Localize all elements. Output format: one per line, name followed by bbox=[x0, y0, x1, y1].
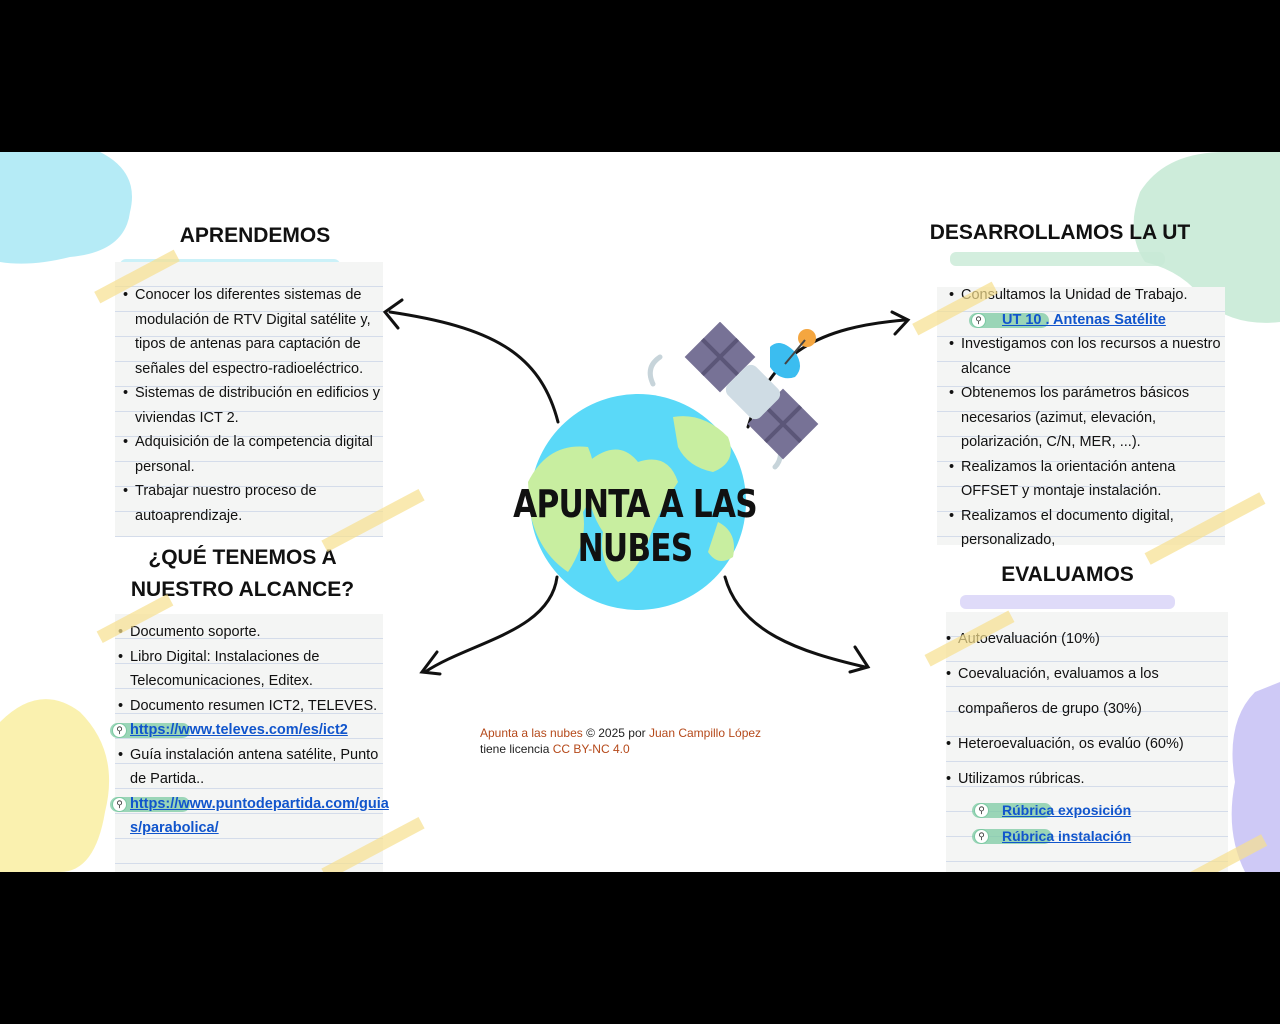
list-item: Investigamos con los recursos a nuestro … bbox=[947, 332, 1225, 381]
rubrica-exposicion-row: ⚲ Rúbrica exposición bbox=[944, 797, 1224, 823]
link-icon: ⚲ bbox=[971, 312, 986, 328]
mind-map-title: APUNTA A LAS NUBES bbox=[513, 482, 758, 570]
desarrollamos-list: Consultamos la Unidad de Trabajo. ⚲ UT 1… bbox=[947, 283, 1225, 553]
alcance-heading-line1: ¿QUÉ TENEMOS A bbox=[148, 546, 337, 569]
puntodepartida-link-row: ⚲ https://www.puntodepartida.com/guias/p… bbox=[110, 792, 400, 841]
list-item: Utilizamos rúbricas. bbox=[944, 762, 1222, 797]
rubrica-exposicion-link[interactable]: Rúbrica exposición bbox=[1002, 802, 1132, 818]
link-icon: ⚲ bbox=[112, 723, 127, 738]
link-highlight bbox=[972, 829, 1052, 844]
connector-arrows bbox=[382, 298, 911, 676]
cyan-watercolor-blob bbox=[0, 152, 132, 264]
list-item: Autoevaluación (10%) bbox=[944, 622, 1222, 657]
list-item: Consultamos la Unidad de Trabajo. bbox=[947, 283, 1225, 308]
arrow-to-aprendemos bbox=[388, 310, 560, 424]
rubrica-instalacion-row: ⚲ Rúbrica instalación bbox=[944, 823, 1224, 849]
list-item: Trabajar nuestro proceso de autoaprendiz… bbox=[121, 479, 383, 528]
link-highlight bbox=[110, 796, 190, 812]
arrow-to-evaluamos bbox=[723, 575, 867, 669]
desarrollamos-heading: DESARROLLAMOS LA UT bbox=[929, 221, 1191, 244]
aprendemos-heading: APRENDEMOS bbox=[179, 224, 331, 247]
link-icon: ⚲ bbox=[974, 829, 989, 844]
link-highlight bbox=[972, 803, 1052, 818]
televes-link[interactable]: https://www.televes.com/es/ict2 bbox=[130, 722, 348, 738]
evaluamos-items: Autoevaluación (10%) Coevaluación, evalu… bbox=[944, 622, 1222, 797]
list-item: Realizamos la orientación antena OFFSET … bbox=[947, 455, 1225, 504]
list-item: Libro Digital: Instalaciones de Telecomu… bbox=[116, 645, 382, 694]
list-item: Documento resumen ICT2, TELEVES. bbox=[116, 694, 382, 719]
list-item: Realizamos el documento digital, persona… bbox=[947, 504, 1225, 553]
satellite-illustration bbox=[647, 322, 819, 470]
televes-link-row: ⚲ https://www.televes.com/es/ict2 bbox=[110, 718, 384, 743]
list-item: Conocer los diferentes sistemas de modul… bbox=[121, 283, 383, 381]
arrowhead bbox=[848, 645, 871, 674]
alcance-items-2: Guía instalación antena satélite, Punto … bbox=[116, 743, 382, 792]
evaluamos-list: Autoevaluación (10%) Coevaluación, evalu… bbox=[944, 622, 1224, 849]
arrowhead bbox=[890, 310, 911, 336]
puntodepartida-link[interactable]: https://www.puntodepartida.com/guias/par… bbox=[130, 795, 389, 837]
arrowhead bbox=[382, 298, 404, 330]
rubrica-instalacion-link[interactable]: Rúbrica instalación bbox=[1002, 828, 1132, 844]
license-link[interactable]: CC BY-NC 4.0 bbox=[552, 742, 630, 756]
arrowhead bbox=[419, 650, 442, 676]
alcance-items: Documento soporte. Libro Digital: Instal… bbox=[116, 620, 382, 718]
list-item: Coevaluación, evaluamos a los compañeros… bbox=[944, 657, 1222, 727]
license-prefix: tiene licencia bbox=[480, 742, 553, 756]
evaluamos-heading: EVALUAMOS bbox=[1001, 563, 1134, 586]
list-item: Adquisición de la competencia digital pe… bbox=[121, 430, 383, 479]
credit-line-2: tiene licencia CC BY-NC 4.0 bbox=[480, 741, 761, 757]
ut10-link[interactable]: UT 10 . Antenas Satélite bbox=[1002, 311, 1166, 328]
license-credit: Apunta a las nubes © 2025 por Juan Campi… bbox=[480, 725, 761, 757]
ut10-link-row: ⚲ UT 10 . Antenas Satélite bbox=[947, 308, 1225, 333]
alcance-heading-line2: NUESTRO ALCANCE? bbox=[130, 578, 355, 601]
yellow-watercolor-blob bbox=[0, 699, 110, 872]
heading-highlight bbox=[960, 595, 1175, 609]
list-item: Guía instalación antena satélite, Punto … bbox=[116, 743, 382, 792]
alcance-list: Documento soporte. Libro Digital: Instal… bbox=[110, 620, 389, 841]
author-link[interactable]: Juan Campillo López bbox=[648, 726, 762, 740]
credit-text: © 2025 por bbox=[582, 726, 649, 740]
work-link[interactable]: Apunta a las nubes bbox=[480, 726, 583, 740]
link-icon: ⚲ bbox=[974, 803, 989, 818]
arrow-to-alcance bbox=[423, 575, 559, 674]
list-item: Heteroevaluación, os evalúo (60%) bbox=[944, 727, 1222, 762]
credit-line-1: Apunta a las nubes © 2025 por Juan Campi… bbox=[480, 725, 761, 741]
alcance-heading: ¿QUÉ TENEMOS A NUESTRO ALCANCE? bbox=[100, 542, 385, 606]
green-watercolor-blob bbox=[1133, 152, 1280, 323]
desarrollamos-items-1: Consultamos la Unidad de Trabajo. bbox=[947, 283, 1225, 308]
link-icon: ⚲ bbox=[112, 796, 127, 812]
list-item: Obtenemos los parámetros básicos necesar… bbox=[947, 381, 1225, 455]
purple-watercolor-blob bbox=[1231, 682, 1280, 872]
link-highlight bbox=[110, 723, 190, 738]
list-item: Sistemas de distribución en edificios y … bbox=[121, 381, 383, 430]
aprendemos-list: Conocer los diferentes sistemas de modul… bbox=[121, 283, 383, 528]
link-highlight bbox=[969, 312, 1049, 328]
heading-highlight bbox=[950, 252, 1165, 266]
earth-illustration bbox=[528, 394, 746, 610]
mind-map-slide: APRENDEMOS ¿QUÉ TENEMOS A NUESTRO ALCANC… bbox=[0, 152, 1280, 872]
desarrollamos-items-2: Investigamos con los recursos a nuestro … bbox=[947, 332, 1225, 553]
